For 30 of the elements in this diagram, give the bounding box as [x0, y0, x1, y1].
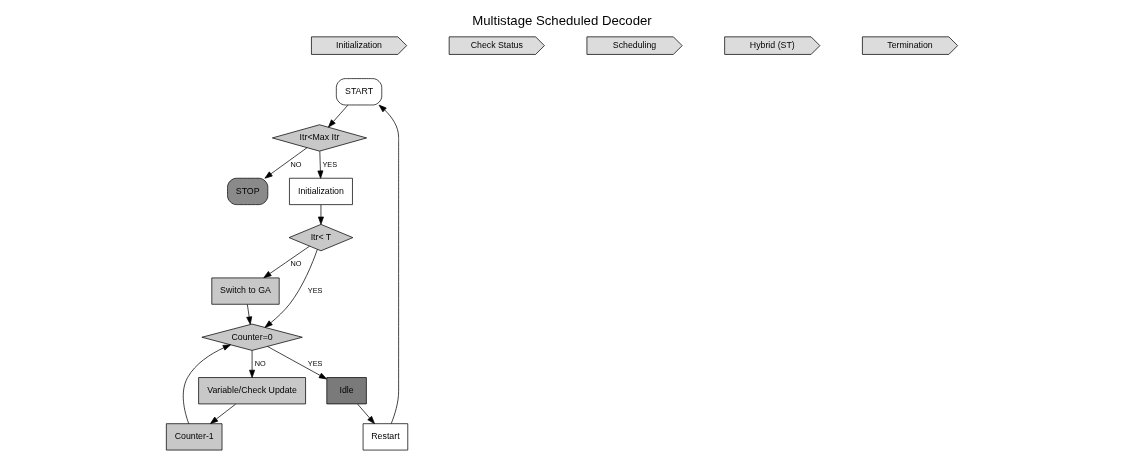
node-box: START — [335, 77, 382, 105]
arrow — [264, 248, 318, 328]
node-box: Switch to GA — [210, 277, 280, 305]
edge-label: NO — [290, 159, 302, 169]
edge-label: NO — [254, 358, 266, 368]
arrow — [266, 345, 327, 379]
arrow — [317, 204, 324, 225]
node-box: Initialization — [288, 177, 353, 205]
arrow — [248, 349, 255, 378]
node-box: Idle — [325, 376, 367, 404]
node-diamond: Itr< T — [288, 223, 353, 251]
arrow — [182, 343, 231, 424]
arrow — [378, 104, 399, 424]
arrow — [356, 403, 375, 424]
node-box: Variable/Check Update — [197, 376, 306, 404]
edge-label: YES — [321, 159, 337, 169]
arrow — [209, 403, 236, 424]
diagram-title: Multistage Scheduled Decoder — [471, 12, 652, 28]
arrow — [327, 104, 348, 127]
arrow — [245, 303, 252, 325]
node-box: Restart — [362, 422, 408, 450]
edge-label: YES — [307, 358, 322, 368]
node-box: Counter-1 — [165, 422, 222, 450]
node-diamond: Itr<Max Itr — [271, 123, 367, 151]
node-box: STOP — [226, 177, 268, 205]
arrow — [316, 150, 323, 179]
edge-label: NO — [290, 258, 302, 268]
arrow — [264, 146, 307, 179]
arrow — [262, 245, 310, 278]
edge-label: YES — [307, 285, 322, 295]
